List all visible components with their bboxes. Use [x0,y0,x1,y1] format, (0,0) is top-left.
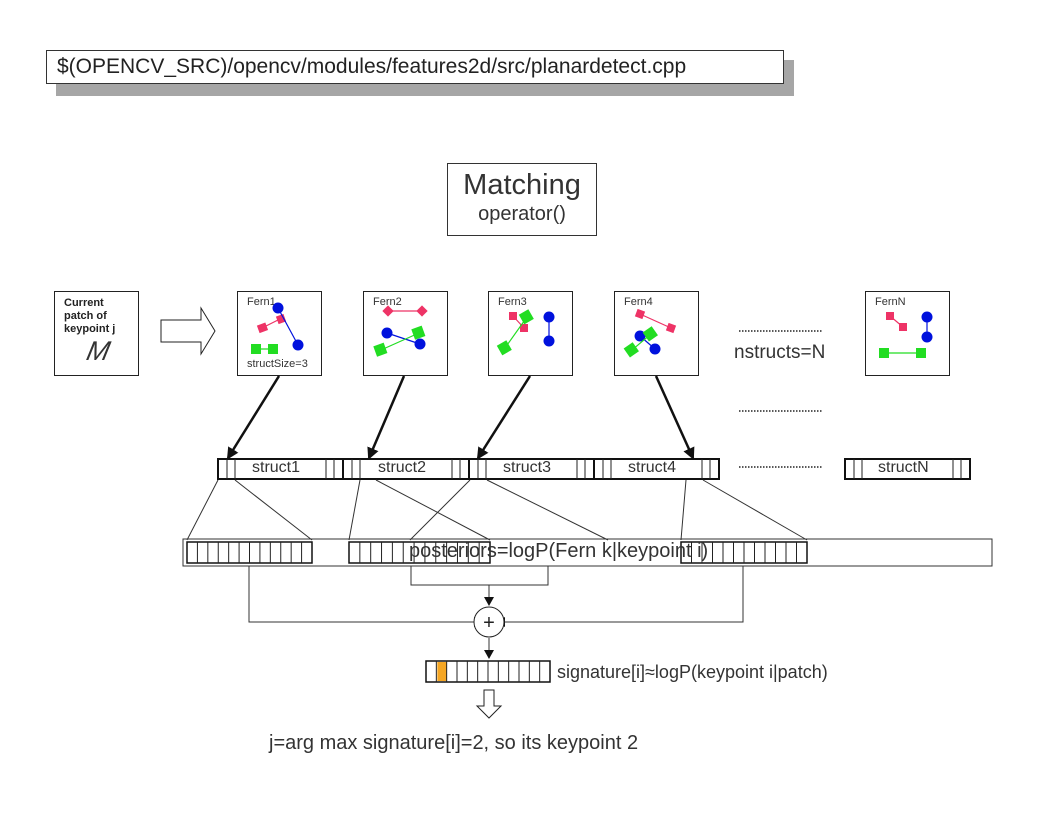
posteriors-bar [182,538,993,567]
signature-label: signature[i]≈logP(keypoint i|patch) [557,662,828,682]
struct-label-1: struct1 [252,459,301,476]
current-patch-box: Current patch of keypoint j M [54,291,139,376]
struct-label-2: struct2 [378,459,427,476]
struct-block [593,458,720,480]
fern-to-struct-arrow [654,375,695,460]
sum-operator [473,606,505,638]
signature-max-cell [437,662,447,681]
projection-lines [186,479,808,541]
arrowhead [484,650,494,659]
struct-size-note: structSize=3 [247,358,308,370]
fernN-glyph [879,311,933,358]
fern-box-3: Fern3 [488,291,573,376]
fern-to-struct-arrow [226,375,281,460]
struct-bars [217,458,971,480]
struct-label-3: struct3 [503,459,552,476]
result-text: j=arg max signature[i]=2, so its keypoin… [269,732,639,754]
fern1-glyph [251,302,304,354]
struct-label-4: struct4 [628,459,677,476]
fern-box-n: FernN [865,291,950,376]
hollow-arrow-down [475,689,503,719]
fern-to-struct-arrow [476,375,532,460]
struct-label-n: structN [878,459,929,476]
fern-label: Fern3 [498,296,527,308]
signature-bar [425,660,551,683]
hollow-arrow-right [160,306,216,356]
plus-symbol: + [483,612,495,634]
arrowhead [484,597,494,606]
struct-block [844,458,971,480]
fern3-glyph [496,309,555,356]
posterior-segment [348,541,491,564]
fern-label: FernN [875,296,906,308]
nstructs-label: nstructs=N [734,342,826,363]
title-sub: operator() [478,203,566,225]
fern4-glyph [623,308,677,358]
posteriors-label: posteriors=logP(Fern k|keypoint i) [409,540,709,562]
fern2-glyph [373,305,428,357]
fern-label: Fern2 [373,296,402,308]
fern-label: Fern4 [624,296,653,308]
title-main: Matching [463,169,581,201]
posterior-segments [186,541,808,564]
fern-label: Fern1 [247,296,276,308]
sum-connectors [248,566,744,658]
source-path-label: $(OPENCV_SRC)/opencv/modules/features2d/… [46,50,784,84]
patch-label: Current patch of keypoint j [64,297,116,335]
fern-box-2: Fern2 [363,291,448,376]
fern-to-struct-arrow [367,375,406,460]
matching-title-box: Matching operator() [447,163,597,236]
